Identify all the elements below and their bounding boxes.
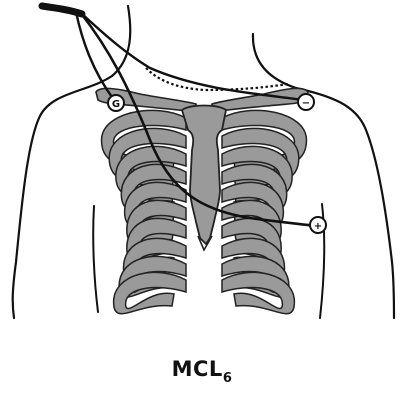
left-arm-inner: [93, 206, 98, 312]
electrode-ground-label: G: [112, 99, 120, 110]
electrode-negative: −: [298, 94, 314, 110]
lead-wire-negative: [80, 12, 304, 100]
lead-subscript: 6: [223, 371, 233, 386]
sternum: [182, 106, 226, 245]
electrode-positive: +: [310, 217, 326, 233]
lead-caption: MCL6: [0, 357, 404, 385]
lead-name: MCL: [172, 357, 223, 381]
right-clavicle: [212, 88, 308, 112]
lead-cable-bundle: [42, 6, 82, 14]
electrode-ground: G: [108, 95, 124, 111]
electrode-negative-label: −: [302, 98, 310, 109]
electrode-positive-label: +: [314, 221, 322, 232]
